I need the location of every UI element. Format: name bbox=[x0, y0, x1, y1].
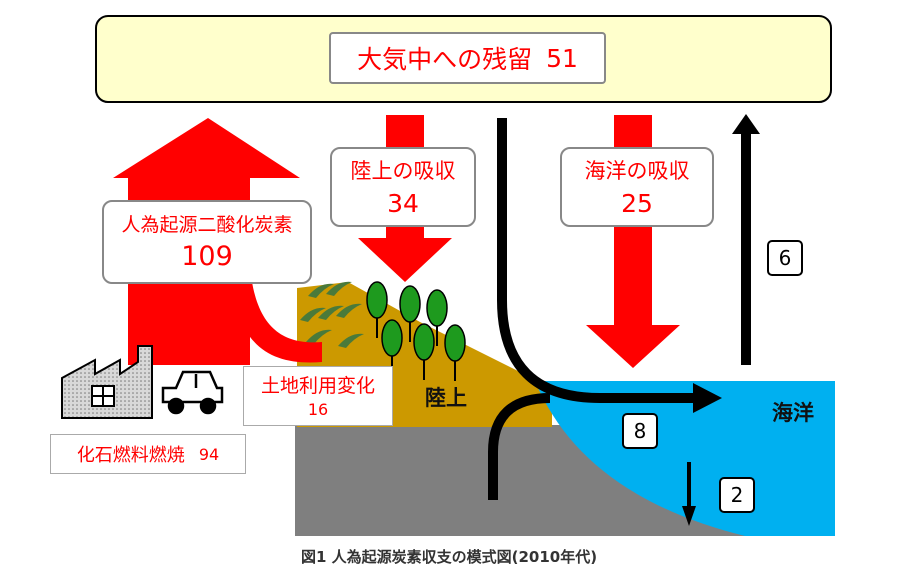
anthropogenic-co2-box: 人為起源二酸化炭素 109 bbox=[102, 200, 312, 284]
ocean-uptake-value: 25 bbox=[621, 189, 653, 218]
ocean-uptake-label: 海洋の吸収 bbox=[584, 159, 690, 183]
ocean-region-label: 海洋 bbox=[772, 401, 814, 425]
ocean-uptake-arrow bbox=[586, 115, 680, 368]
atmosphere-to-ocean-flow bbox=[497, 118, 695, 403]
flow-value-6: 6 bbox=[767, 240, 803, 276]
up-arrowhead bbox=[732, 114, 760, 134]
land-uptake-box: 陸上の吸収 34 bbox=[330, 147, 476, 227]
land-use-value: 16 bbox=[307, 400, 329, 419]
anthropogenic-label: 人為起源二酸化炭素 bbox=[121, 214, 293, 236]
grass-icon bbox=[300, 281, 364, 348]
atmosphere-residual-box: 大気中への残留 51 bbox=[329, 32, 606, 84]
ground-to-ocean-flow bbox=[488, 393, 551, 500]
ocean-uptake-box: 海洋の吸収 25 bbox=[560, 147, 714, 227]
atmosphere-label: 大気中への残留 bbox=[357, 45, 533, 74]
down-arrowhead bbox=[682, 506, 696, 526]
flow-value-2: 2 bbox=[719, 477, 755, 513]
land-uptake-label: 陸上の吸収 bbox=[350, 159, 456, 183]
flow-arrowhead bbox=[693, 383, 722, 413]
fossil-label: 化石燃料燃焼 bbox=[76, 445, 185, 466]
atmosphere-value: 51 bbox=[546, 43, 578, 73]
forest-icon bbox=[366, 281, 466, 381]
fossil-value: 94 bbox=[198, 444, 220, 464]
ocean-body bbox=[535, 381, 835, 536]
figure-caption: 図1 人為起源炭素収支の模式図(2010年代) bbox=[300, 548, 598, 566]
flow-value-8: 8 bbox=[622, 413, 658, 449]
land-region-label: 陸上 bbox=[425, 386, 467, 410]
land-use-change-box: 土地利用変化 16 bbox=[243, 366, 393, 426]
land-use-flow-arrow bbox=[228, 265, 322, 363]
fossil-fuel-box: 化石燃料燃焼 94 bbox=[50, 434, 246, 474]
land-uptake-value: 34 bbox=[387, 189, 419, 218]
factory-icon bbox=[61, 345, 153, 419]
car-icon bbox=[161, 370, 224, 415]
land-use-label: 土地利用変化 bbox=[260, 375, 375, 397]
anthropogenic-value: 109 bbox=[181, 241, 233, 272]
